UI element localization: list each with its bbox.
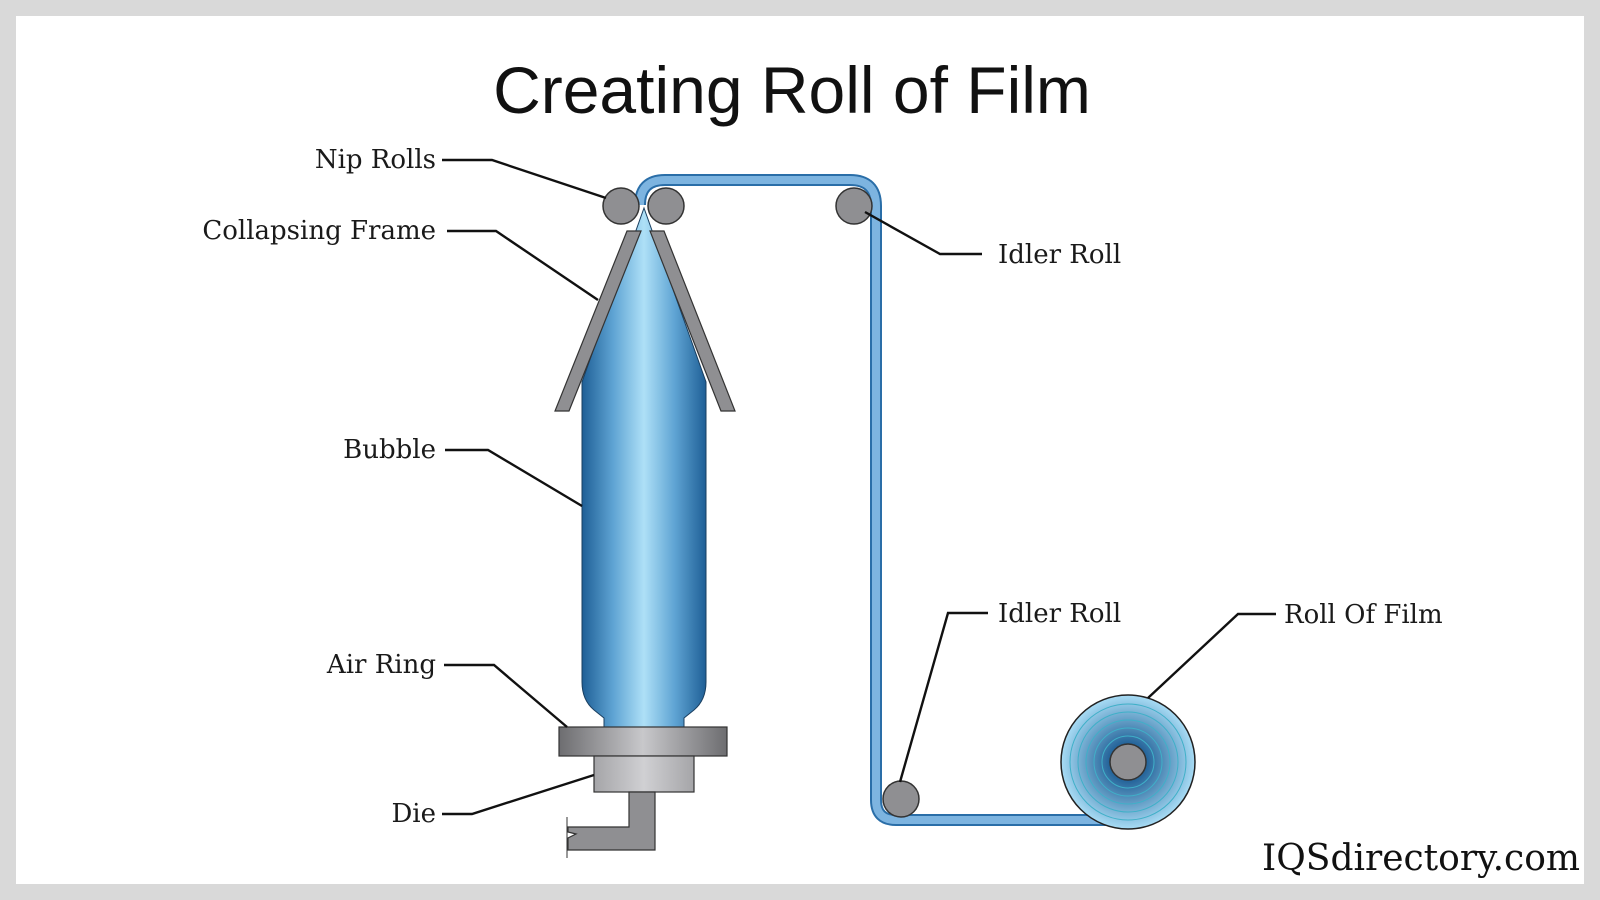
diagram-title: Creating Roll of Film [493, 53, 1091, 127]
bubble [581, 206, 707, 730]
leader-die [442, 773, 595, 816]
label-idler-roll-top: Idler Roll [998, 240, 1121, 270]
label-nip-rolls: Nip Rolls [315, 145, 436, 175]
leader-collapsing-frame [447, 229, 599, 301]
roll-core [1109, 743, 1147, 781]
idler-roll-bottom [882, 780, 920, 818]
label-die: Die [391, 799, 436, 829]
die [593, 755, 695, 793]
watermark: IQSdirectory.com [1262, 838, 1580, 879]
leader-nip-rolls [442, 158, 607, 200]
nip-roll-left [602, 187, 640, 225]
collapsing-frame-right [649, 230, 736, 412]
collapsing-frame-left [554, 230, 642, 412]
label-idler-roll-bottom: Idler Roll [998, 599, 1121, 629]
leader-bubble [445, 448, 583, 508]
leader-idler-roll-bottom [898, 611, 988, 783]
label-collapsing-frame: Collapsing Frame [202, 216, 436, 246]
air-ring [558, 726, 728, 757]
label-bubble: Bubble [343, 435, 436, 465]
leader-idler-roll-top [864, 210, 982, 256]
label-air-ring: Air Ring [326, 650, 436, 680]
diagram-panel [16, 16, 1584, 884]
nip-roll-right [647, 187, 685, 225]
leader-roll-of-film [1147, 612, 1276, 699]
leader-air-ring [444, 663, 568, 728]
label-roll-of-film: Roll Of Film [1284, 600, 1443, 630]
idler-roll-top [835, 187, 873, 225]
roll-of-film [1060, 694, 1196, 830]
die-feed-pipe [567, 791, 656, 851]
film-web [636, 176, 1110, 824]
